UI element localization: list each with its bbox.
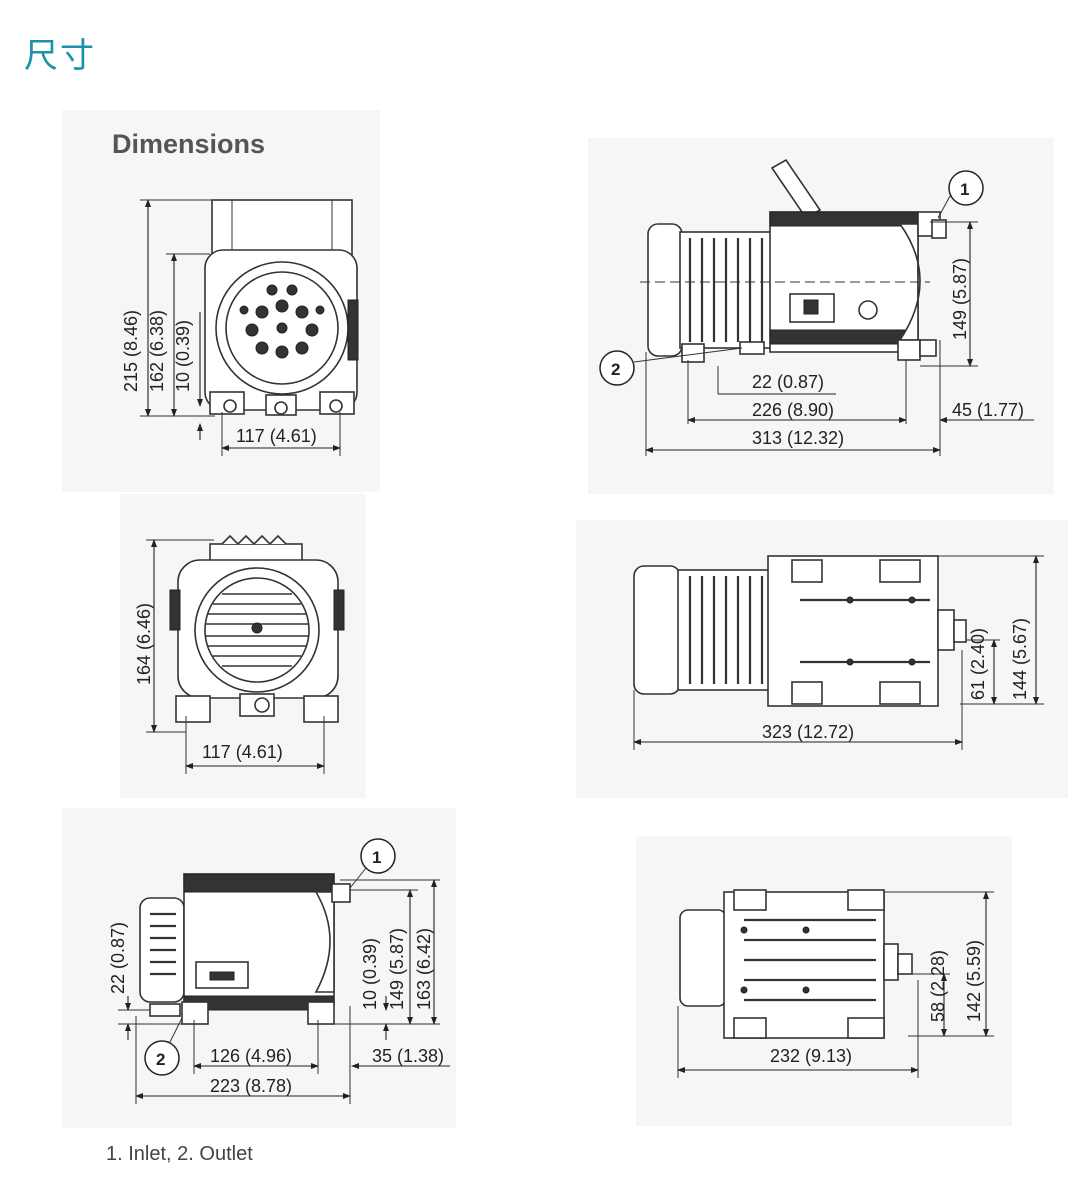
dim-front-10: 10 (0.39) bbox=[173, 320, 193, 392]
dim-small-22: 22 (0.87) bbox=[108, 922, 128, 994]
side-pump-body bbox=[640, 158, 947, 363]
dim-rear-164: 164 (6.46) bbox=[134, 603, 154, 685]
dim-small-35: 35 (1.38) bbox=[372, 1046, 444, 1066]
dim-top-144: 144 (5.67) bbox=[1010, 618, 1030, 700]
dim-side-226: 226 (8.90) bbox=[752, 400, 834, 420]
front-view: 215 (8.46) 162 (6.38) 10 (0.39) 117 (4.6… bbox=[121, 199, 359, 456]
dim-topsmall-142: 142 (5.59) bbox=[964, 940, 984, 1022]
callout-inlet: 1 bbox=[937, 170, 984, 219]
top-small-view: 58 (2.28) 142 (5.59) 232 (9.13) bbox=[677, 889, 994, 1078]
dim-top-323: 323 (12.72) bbox=[762, 722, 854, 742]
dim-side-22: 22 (0.87) bbox=[752, 372, 824, 392]
callout-small-2-label: 2 bbox=[156, 1050, 165, 1069]
front-fan-grille bbox=[239, 284, 325, 359]
callout-2-label: 2 bbox=[611, 360, 620, 379]
dim-small-10: 10 (0.39) bbox=[360, 938, 380, 1010]
dim-front-215: 215 (8.46) bbox=[121, 310, 141, 392]
legend-inlet-outlet: 1. Inlet, 2. Outlet bbox=[106, 1143, 253, 1165]
dim-small-149: 149 (5.87) bbox=[387, 928, 407, 1010]
dim-topsmall-58: 58 (2.28) bbox=[928, 950, 948, 1022]
dim-small-163: 163 (6.42) bbox=[414, 928, 434, 1010]
dim-side-313: 313 (12.32) bbox=[752, 428, 844, 448]
callout-1-label: 1 bbox=[960, 180, 969, 199]
dimensions-heading: Dimensions bbox=[112, 129, 265, 159]
front-pump-body bbox=[204, 199, 359, 416]
top-view: 61 (2.40) 144 (5.67) 323 (12.72) bbox=[633, 555, 1044, 750]
callout-small-outlet: 2 bbox=[144, 1017, 183, 1076]
rear-view: 164 (6.46) 117 (4.61) bbox=[134, 534, 345, 774]
rear-pump-body bbox=[169, 534, 345, 723]
dim-small-223: 223 (8.78) bbox=[210, 1076, 292, 1096]
top-small-pump-body bbox=[679, 889, 913, 1039]
side-small-view: 1 2 22 (0.87) 10 (0.39) 149 (5.87) 163 (… bbox=[108, 838, 450, 1104]
side-view: 1 2 149 (5.87) 22 (0.87) 226 (8.90) 45 (… bbox=[599, 158, 1034, 456]
dim-front-117: 117 (4.61) bbox=[236, 426, 317, 446]
page-title: 尺寸 bbox=[24, 36, 96, 76]
dim-top-61: 61 (2.40) bbox=[968, 628, 988, 700]
dim-front-162: 162 (6.38) bbox=[147, 310, 167, 392]
callout-small-inlet: 1 bbox=[349, 838, 396, 889]
dim-topsmall-232: 232 (9.13) bbox=[770, 1046, 852, 1066]
top-pump-body bbox=[633, 555, 967, 707]
callout-small-1-label: 1 bbox=[372, 848, 381, 867]
dim-side-45: 45 (1.77) bbox=[952, 400, 1024, 420]
dim-side-149: 149 (5.87) bbox=[950, 258, 970, 340]
side-small-pump-body bbox=[139, 873, 351, 1025]
dim-rear-117: 117 (4.61) bbox=[202, 742, 283, 762]
callout-outlet: 2 bbox=[599, 347, 743, 386]
dim-small-126: 126 (4.96) bbox=[210, 1046, 292, 1066]
